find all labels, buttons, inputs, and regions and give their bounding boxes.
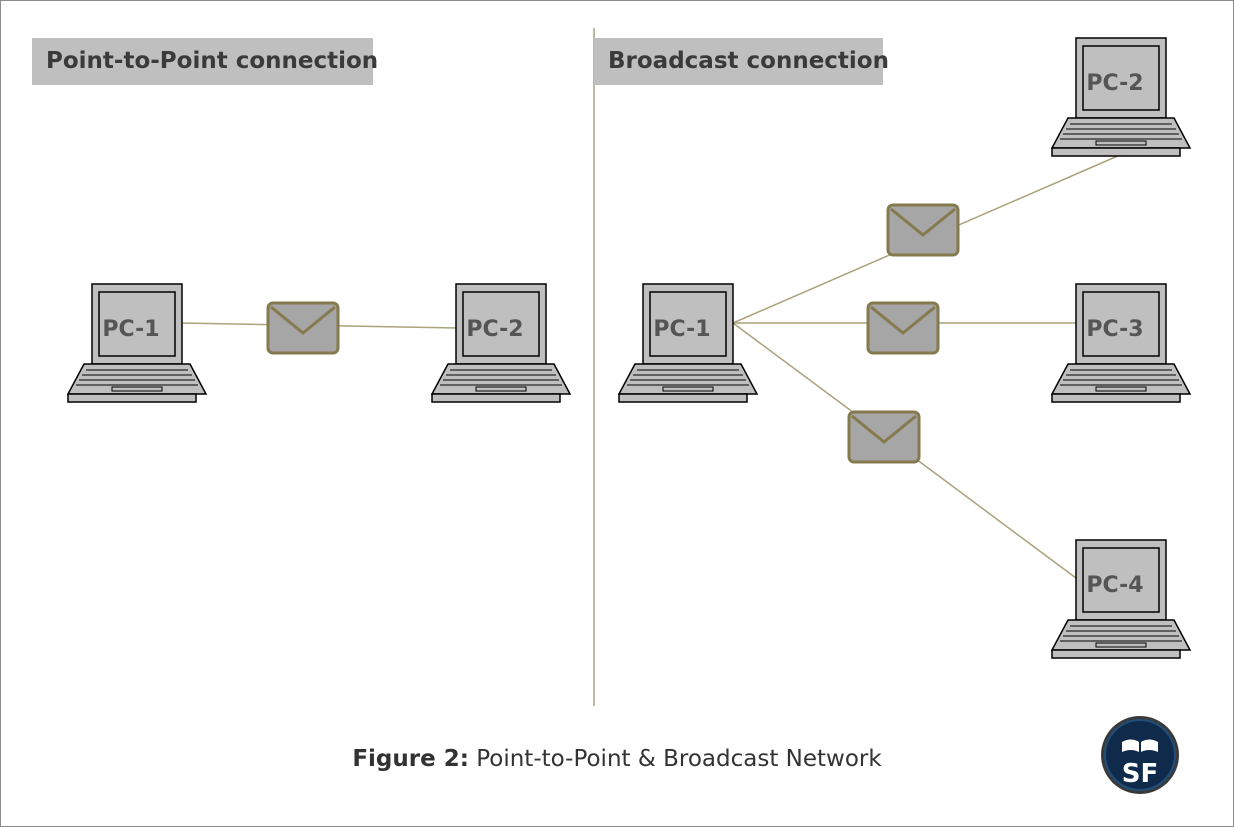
sf-logo: SF	[1101, 716, 1179, 794]
figure-caption: Figure 2: Point-to-Point & Broadcast Net…	[0, 746, 1234, 772]
logo-text: SF	[1122, 759, 1159, 789]
envelope-icon	[866, 301, 940, 355]
node-label-bc-pc2: PC-2	[1086, 71, 1143, 96]
broadcast-title: Broadcast connection	[594, 38, 889, 85]
laptop-icon: PC-1	[618, 283, 758, 403]
book-icon	[1122, 739, 1139, 752]
node-label-bc-pc1: PC-1	[653, 317, 710, 342]
node-label-bc-pc3: PC-3	[1086, 317, 1143, 342]
laptop-icon: PC-2	[1051, 37, 1191, 157]
caption-label: Figure 2:	[352, 746, 469, 772]
envelope-icon	[847, 410, 921, 464]
node-label-p2p-pc2: PC-2	[466, 317, 523, 342]
node-label-bc-pc4: PC-4	[1086, 573, 1143, 598]
laptop-icon: PC-2	[431, 283, 571, 403]
envelope-icon	[886, 203, 960, 257]
laptop-icon: PC-3	[1051, 283, 1191, 403]
point-to-point-title: Point-to-Point connection	[32, 38, 378, 85]
laptop-icon: PC-1	[67, 283, 207, 403]
laptop-icon: PC-4	[1051, 539, 1191, 659]
envelope-icon	[266, 301, 340, 355]
node-label-p2p-pc1: PC-1	[102, 317, 159, 342]
caption-text: Point-to-Point & Broadcast Network	[468, 746, 882, 772]
